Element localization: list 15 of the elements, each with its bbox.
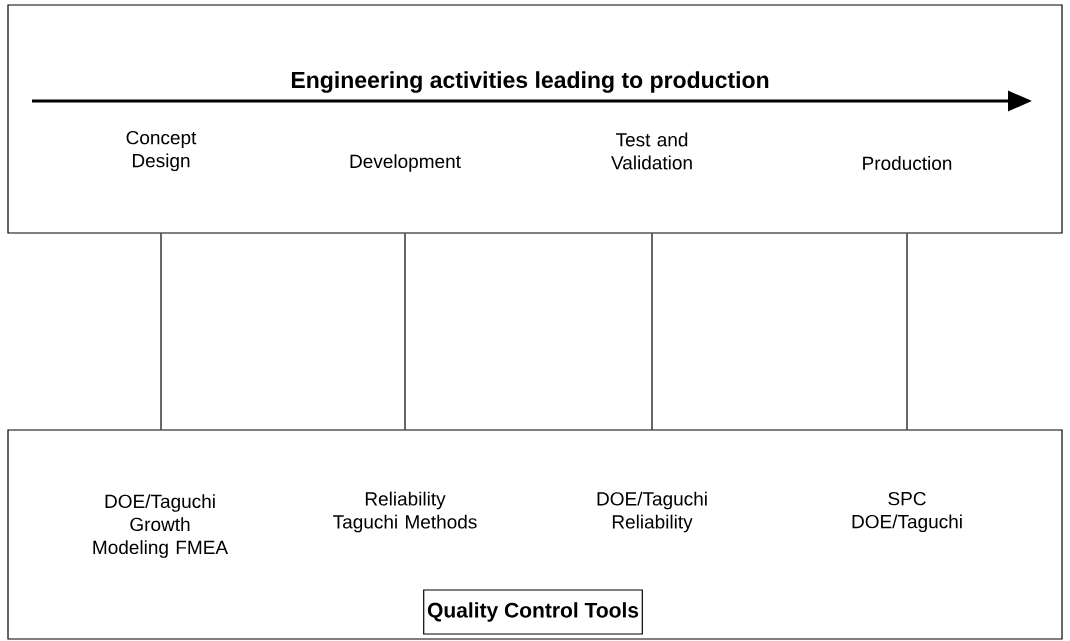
connector-line — [404, 233, 406, 430]
title-box: Quality Control Tools — [423, 589, 643, 635]
connector-line — [651, 233, 653, 430]
label-text: Reliability Taguchi Methods — [333, 491, 477, 533]
label-text: Concept Design — [126, 130, 197, 172]
label-text: DOE/Taguchi Reliability — [597, 491, 707, 533]
label-text: SPC DOE/Taguchi — [852, 491, 962, 533]
label-text: Development — [350, 154, 461, 172]
connector-line — [906, 233, 908, 430]
label-text: Test and Validation — [611, 132, 692, 170]
heading: Engineering activities leading to production — [289, 70, 771, 94]
label-text: Production — [863, 156, 952, 170]
label-text: DOE/Taguchi Growth Modeling FMEA — [93, 494, 229, 558]
connector-line — [160, 233, 162, 430]
panel — [7, 429, 1063, 640]
